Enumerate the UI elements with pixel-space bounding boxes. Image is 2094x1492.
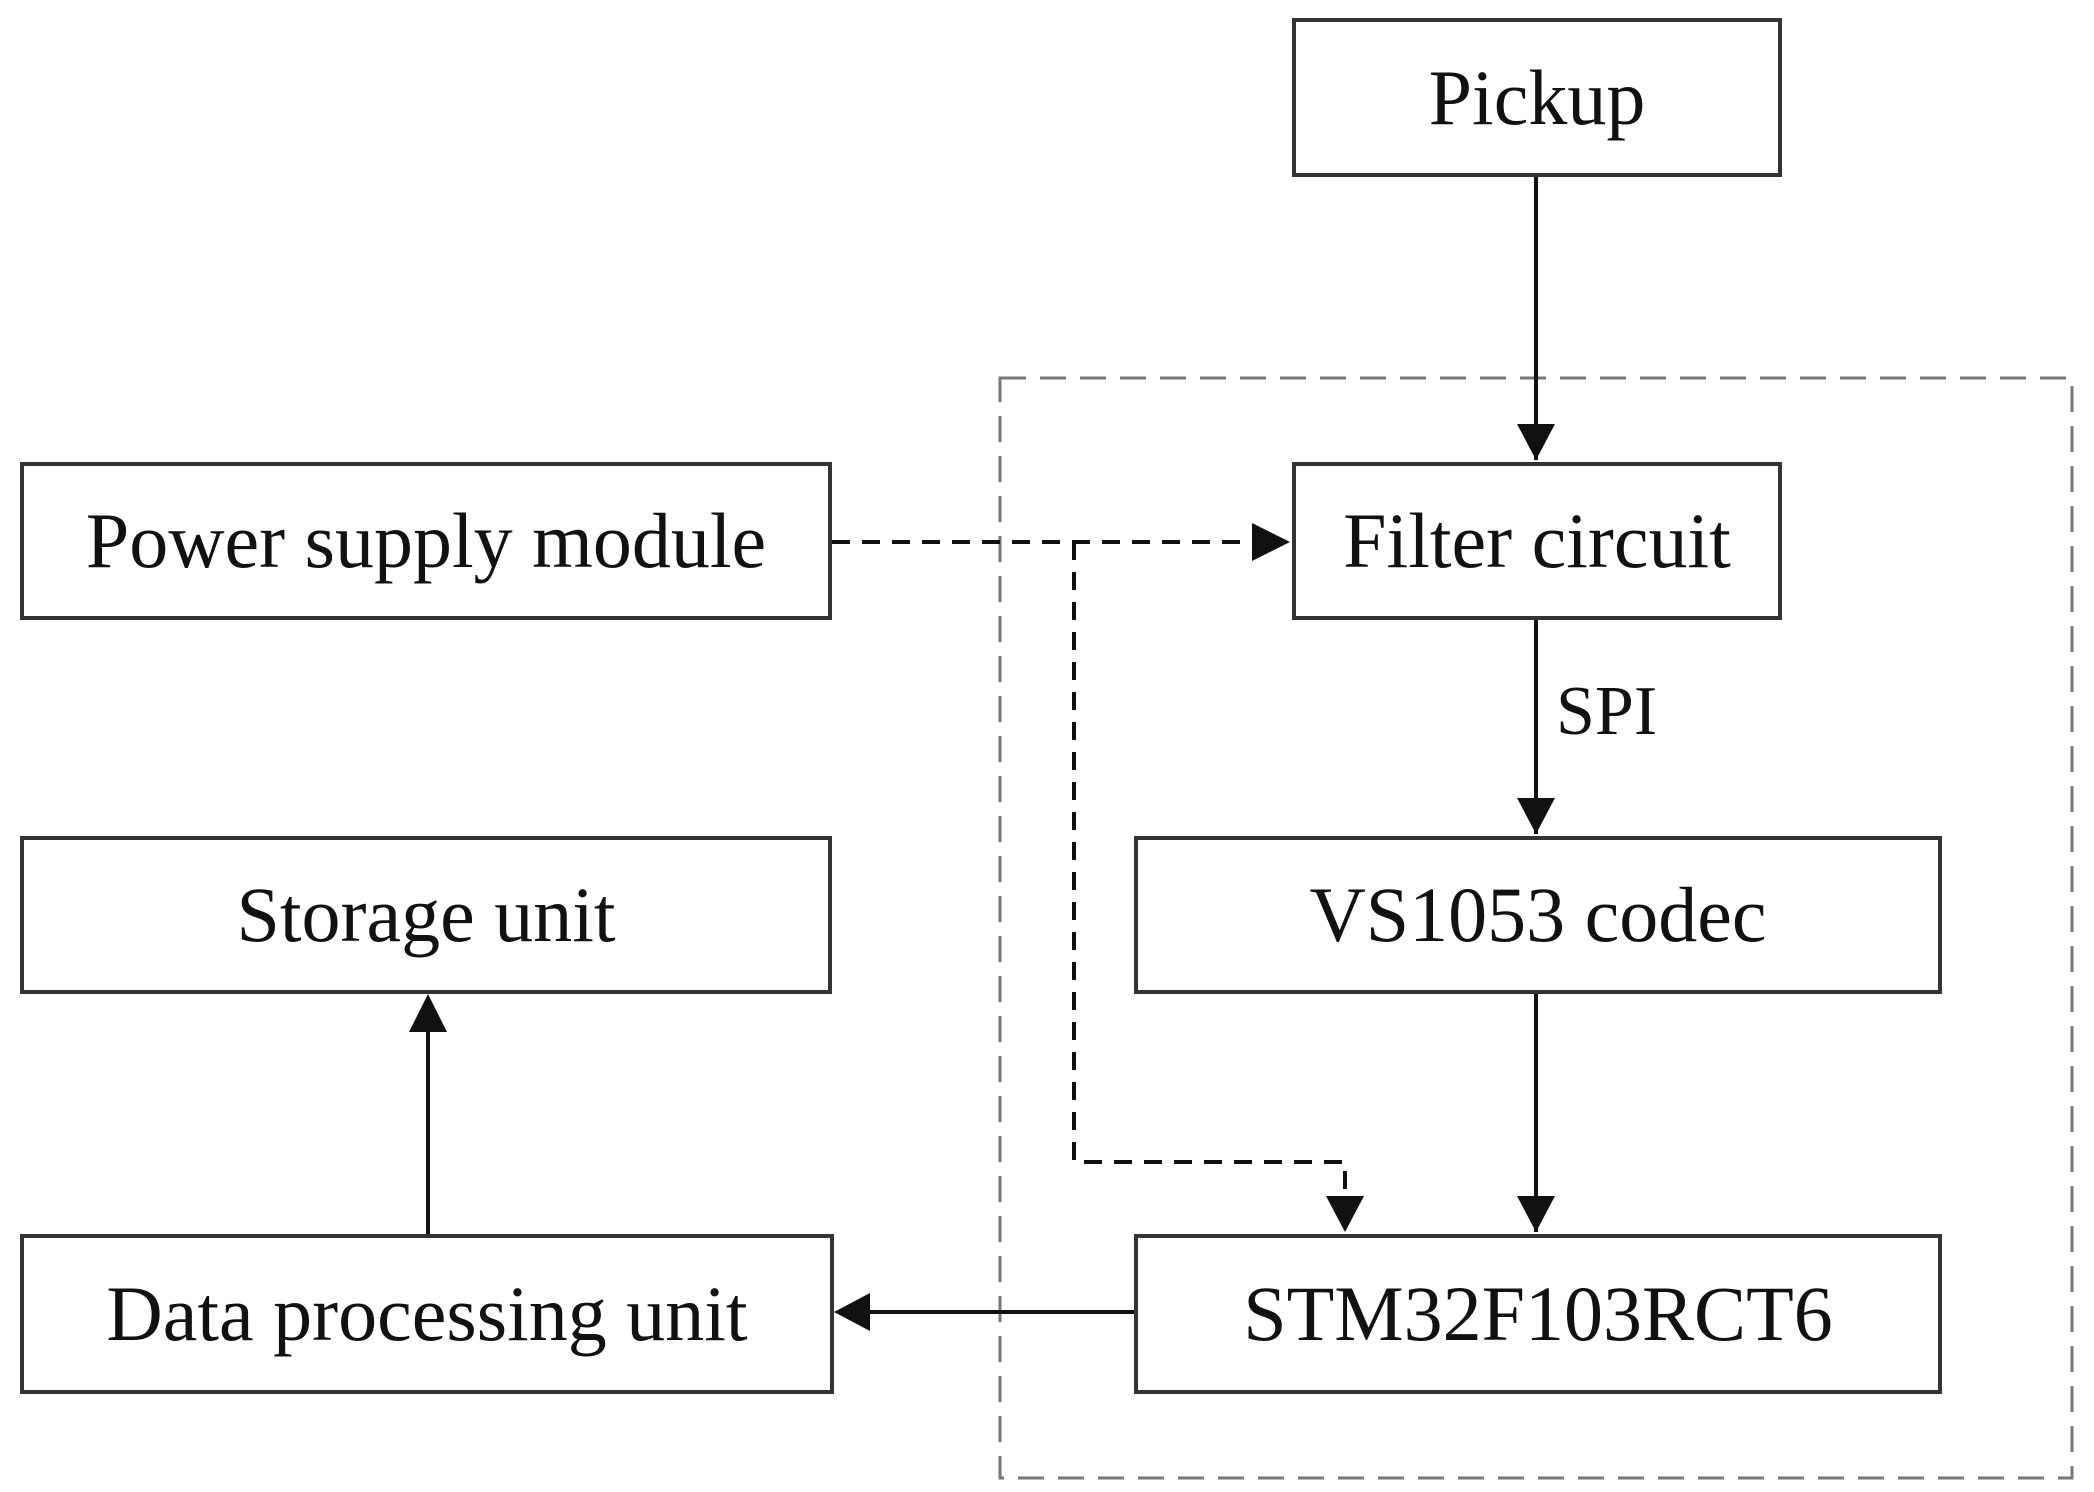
arrowhead-power-to-filter-icon (1252, 523, 1290, 561)
arrowhead-pickup-to-filter-icon (1517, 424, 1555, 460)
arrowhead-filter-to-codec-icon (1517, 798, 1555, 834)
arrowhead-stm32-to-data-processing-icon (834, 1293, 870, 1331)
filter-circuit-block: Filter circuit (1292, 462, 1782, 620)
power-supply-module-block: Power supply module (20, 462, 832, 620)
vs1053-codec-block: VS1053 codec (1134, 836, 1942, 994)
arrowhead-data-processing-to-storage-icon (409, 994, 447, 1032)
pickup-block: Pickup (1292, 18, 1782, 177)
dashed-arrow-power-to-stm32 (1072, 542, 1347, 1210)
storage-unit-block: Storage unit (20, 836, 832, 994)
arrowhead-codec-to-stm32-icon (1517, 1196, 1555, 1232)
arrowhead-power-to-stm32-icon (1326, 1196, 1364, 1232)
spi-edge-label: SPI (1556, 673, 1658, 750)
stm32-block: STM32F103RCT6 (1134, 1234, 1942, 1394)
data-processing-unit-block: Data processing unit (20, 1234, 834, 1394)
